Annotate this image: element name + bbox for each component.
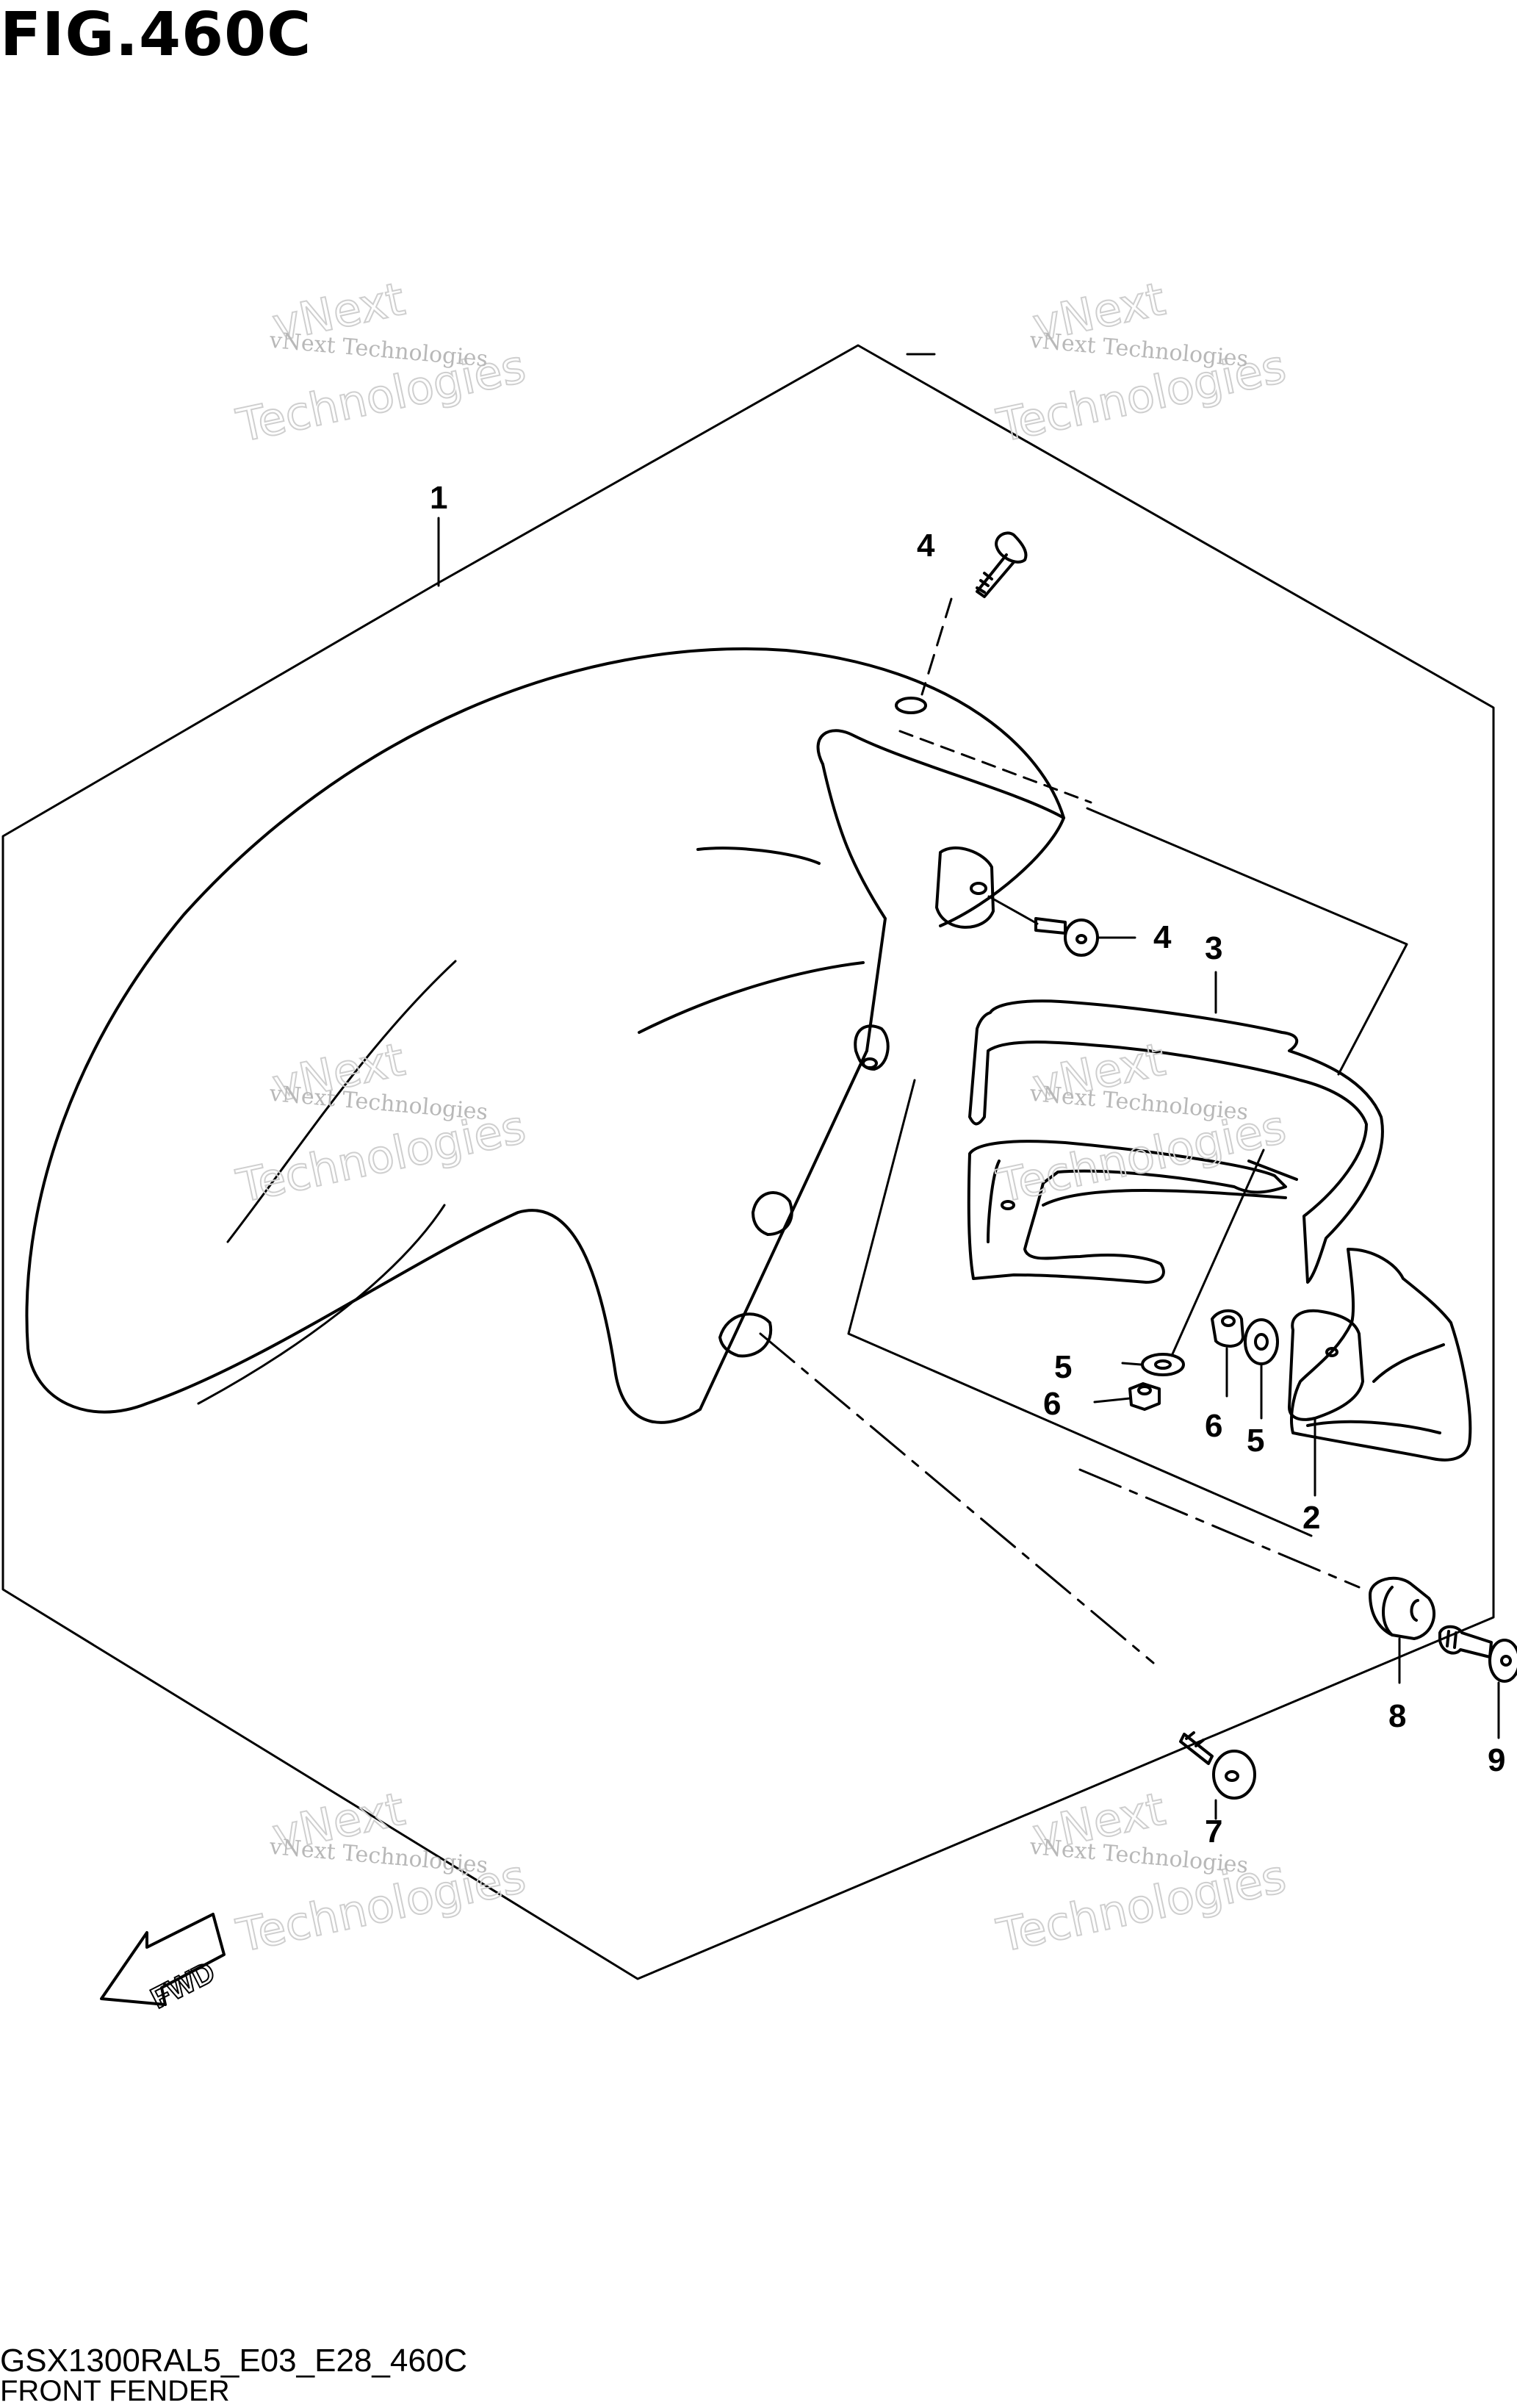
- bolt-4-side: [987, 895, 1136, 957]
- model-code: GSX1300RAL5_E03_E28_460C: [0, 2343, 468, 2379]
- callout-4-side: 4: [1153, 919, 1172, 955]
- fwd-arrow-icon: [100, 1913, 226, 2006]
- callout-5-left: 5: [1054, 1349, 1072, 1385]
- callout-8: 8: [1388, 1698, 1406, 1734]
- front-fender-part-1: [25, 353, 1092, 1424]
- watermark-mid-right: vNext Technologies vNext Technologies: [992, 1032, 1291, 1214]
- grommet-8: [1078, 1468, 1436, 1684]
- callout-2: 2: [1302, 1500, 1320, 1536]
- figure-title: FIG.460C: [0, 0, 312, 70]
- watermark-top-left: vNext Technologies vNext Technologies: [231, 271, 531, 453]
- callout-6-right: 6: [1205, 1408, 1222, 1444]
- rear-fender-part-2: [1288, 1248, 1472, 1462]
- nut-6-right: [1211, 1309, 1244, 1398]
- watermark-top-right: vNext Technologies vNext Technologies: [992, 271, 1291, 453]
- nut-6-left: [1093, 1382, 1161, 1411]
- callout-4-top: 4: [917, 528, 935, 564]
- watermark-bottom-left: vNext Technologies vNext Technologies: [231, 1781, 531, 1963]
- callout-3: 3: [1205, 930, 1222, 966]
- callout-1: 1: [430, 480, 447, 516]
- watermark-bottom-right: vNext Technologies vNext Technologies: [992, 1781, 1291, 1963]
- callout-7: 7: [1205, 1814, 1222, 1850]
- washer-5-left: [1121, 1149, 1265, 1376]
- assembly-boundary: [1, 344, 1495, 1980]
- section-name: FRONT FENDER: [0, 2375, 230, 2407]
- watermark-mid-left: vNext Technologies vNext Technologies: [231, 1032, 531, 1214]
- sub-assembly-box: [1086, 807, 1408, 1076]
- washer-5-right: [1244, 1318, 1279, 1420]
- callout-9: 9: [1488, 1742, 1505, 1778]
- fwd-label: FWD: [145, 1956, 220, 2016]
- callout-6-left: 6: [1043, 1386, 1061, 1422]
- bolt-7: [759, 1332, 1256, 1820]
- bolt-4-top: [976, 531, 1028, 598]
- svg-text:vNext Technologies: vNext Technologies: [268, 328, 489, 373]
- svg-text:vNext Technologies: vNext Technologies: [1028, 328, 1250, 373]
- bolt-9: [1438, 1625, 1517, 1739]
- callout-5-right: 5: [1247, 1423, 1264, 1459]
